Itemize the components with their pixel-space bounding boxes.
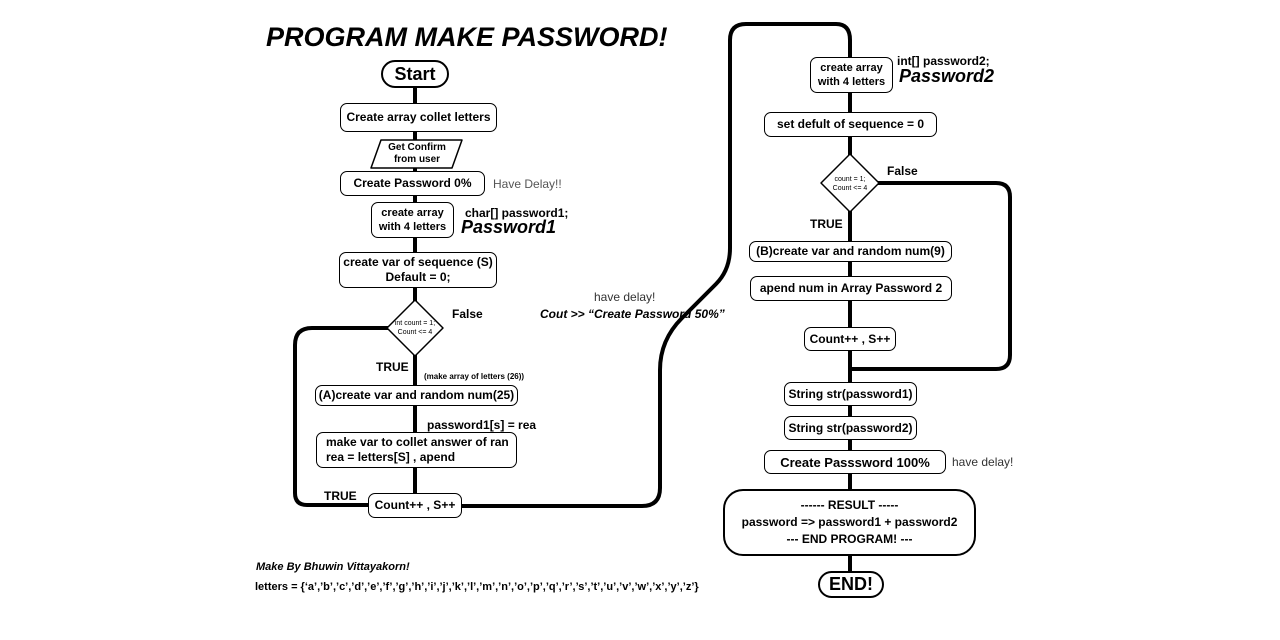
create-var-random-b-node: (B)create var and random num(9)	[749, 241, 952, 262]
page-title: PROGRAM MAKE PASSWORD!	[266, 22, 668, 52]
right-false-label: False	[887, 164, 918, 178]
create-password-0-node: Create Password 0%	[340, 171, 485, 196]
right-true-label: TRUE	[810, 217, 843, 231]
create-array-4-node-left: create array with 4 letters	[371, 202, 454, 238]
author-credit: Make By Bhuwin Vittayakorn!	[256, 561, 410, 573]
string-str-password1-node: String str(password1)	[784, 382, 917, 406]
start-node: Start	[381, 60, 449, 88]
make-array-note: (make array of letters (26))	[424, 372, 525, 381]
set-default-sequence-node: set defult of sequence = 0	[764, 112, 937, 137]
left-false-label: False	[452, 307, 483, 321]
create-array-4-node-right: create array with 4 letters	[810, 57, 893, 93]
get-confirm-node: Get Confirm from user	[388, 142, 446, 165]
left-decision-label: int count = 1; Count <= 4	[394, 320, 436, 336]
int-password2-declaration: int[] password2;	[897, 54, 990, 68]
right-decision-label: count = 1; Count <= 4	[832, 176, 868, 192]
make-var-collet-node: make var to collet answer of ran rea = l…	[316, 432, 517, 468]
password2-label: Password2	[899, 66, 995, 86]
create-var-random-a-node: (A)create var and random num(25)	[315, 385, 518, 406]
left-decision-diamond	[386, 299, 444, 357]
left-true-label: TRUE	[376, 360, 409, 374]
left-loop-line	[293, 326, 390, 507]
create-password-100-node: Create Passsword 100%	[764, 450, 946, 474]
password1-assign-note: password1[s] = rea	[427, 418, 537, 432]
result-node: ------ RESULT ----- password => password…	[723, 489, 976, 556]
cout-50-note: Cout >> “Create Password 50%”	[540, 307, 725, 321]
result-formula: password => password1 + password2	[741, 515, 958, 529]
have-delay-note-2: have delay!	[594, 290, 656, 304]
string-str-password2-node: String str(password2)	[784, 416, 917, 440]
end-program-text: --- END PROGRAM! ---	[786, 532, 913, 546]
result-header: ------ RESULT -----	[800, 498, 899, 512]
loop-true-label: TRUE	[324, 489, 357, 503]
char-password1-declaration: char[] password1;	[465, 206, 569, 220]
letters-array-definition: letters = {‘a’,’b’,’c’,’d’,’e’,’f’,’g’,’…	[255, 581, 699, 593]
end-node: END!	[818, 571, 884, 598]
create-var-sequence-node: create var of sequence (S) Default = 0;	[339, 252, 497, 288]
count-increment-node-right: Count++ , S++	[804, 327, 896, 351]
right-decision-diamond	[820, 153, 880, 213]
have-delay-note-1: Have Delay!!	[493, 177, 562, 191]
right-loop-line	[848, 181, 1012, 371]
get-confirm-shape	[370, 139, 463, 169]
create-array-collet-node: Create array collet letters	[340, 103, 497, 132]
count-increment-node-left: Count++ , S++	[368, 493, 462, 518]
password1-label: Password1	[461, 217, 557, 237]
have-delay-note-3: have delay!	[952, 455, 1014, 469]
cross-connector-line	[460, 22, 852, 508]
append-num-node: apend num in Array Password 2	[750, 276, 952, 301]
